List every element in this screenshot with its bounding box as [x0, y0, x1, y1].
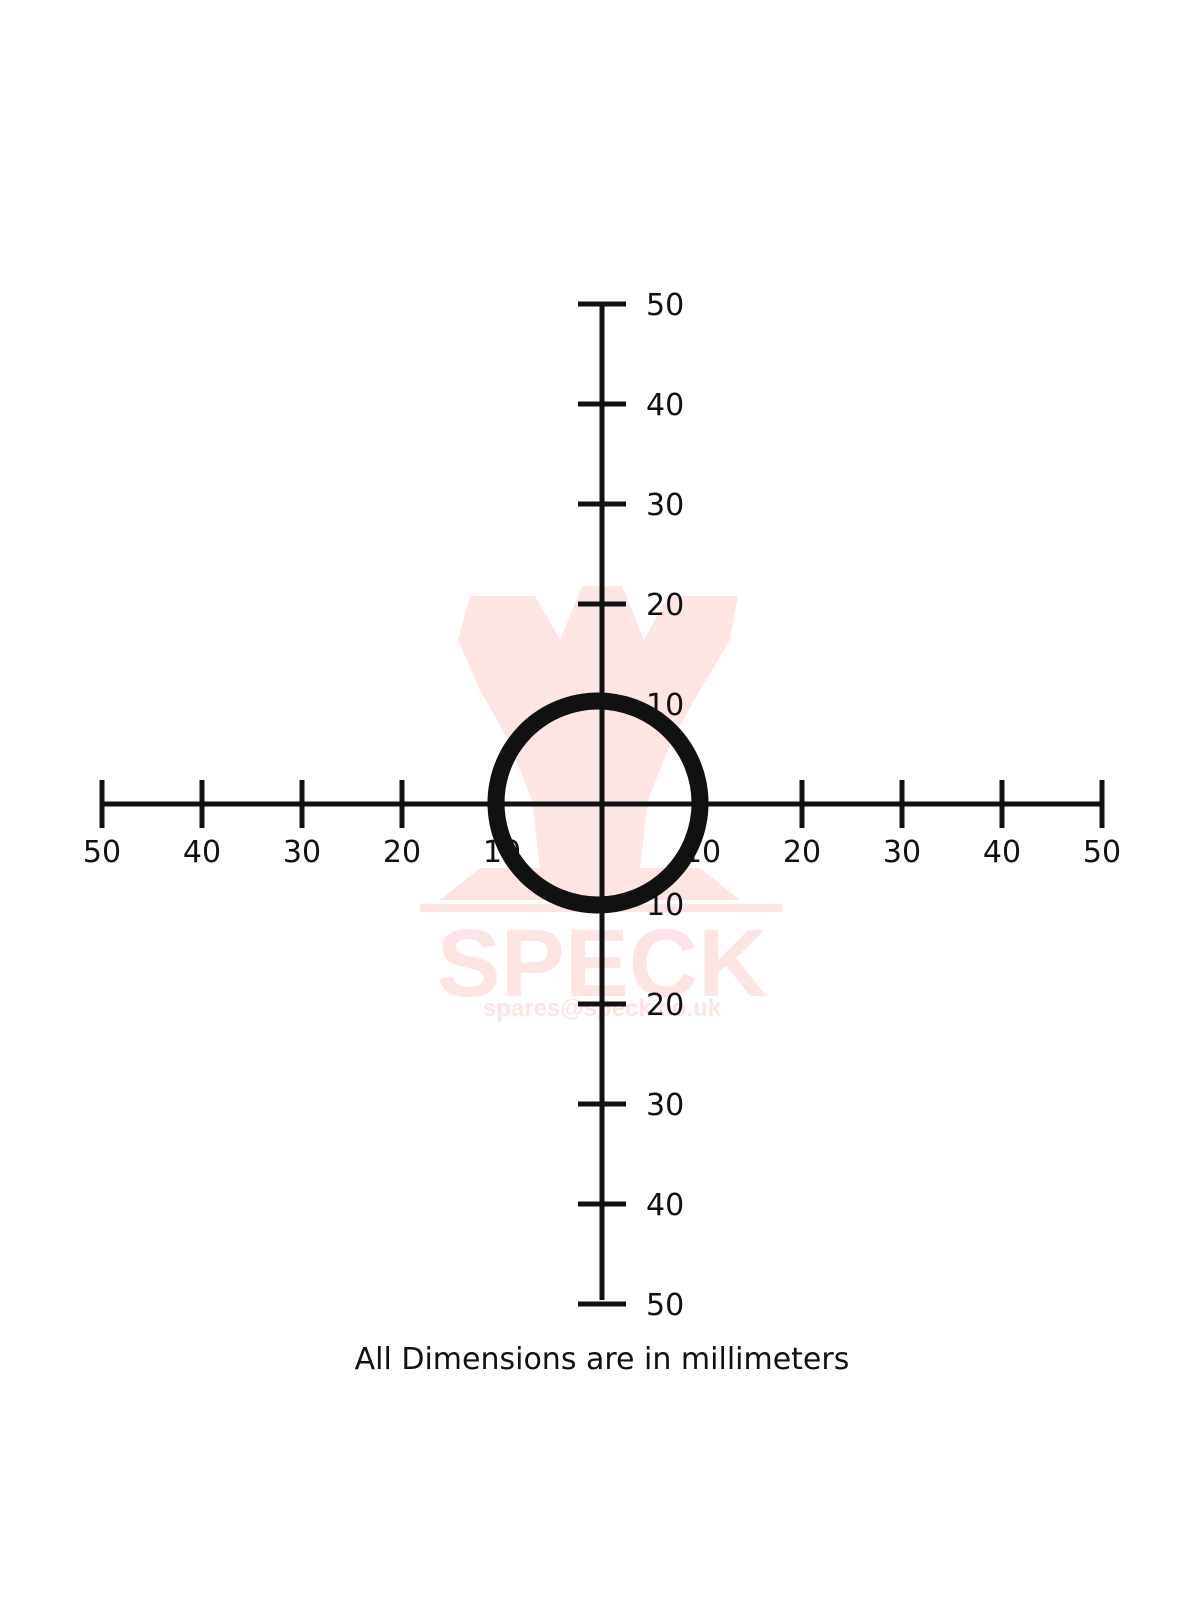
- horizontal-tick-label: 50: [83, 835, 121, 870]
- horizontal-tick-label: 30: [283, 835, 321, 870]
- horizontal-tick-label: 20: [783, 835, 821, 870]
- vertical-tick-label: 50: [646, 1288, 684, 1323]
- horizontal-tick-label: 40: [183, 835, 221, 870]
- vertical-tick-label: 40: [646, 388, 684, 423]
- o-ring-part: [487, 692, 709, 914]
- vertical-tick-label: 40: [646, 1188, 684, 1223]
- vertical-tick-label: 50: [646, 288, 684, 323]
- horizontal-tick-label: 30: [883, 835, 921, 870]
- horizontal-tick-label: 20: [383, 835, 421, 870]
- vertical-tick-label: 30: [646, 488, 684, 523]
- horizontal-tick-label: 50: [1083, 835, 1121, 870]
- vertical-tick-label: 20: [646, 588, 684, 623]
- horizontal-tick-label: 40: [983, 835, 1021, 870]
- vertical-tick-label: 30: [646, 1088, 684, 1123]
- vertical-tick-label: 20: [646, 988, 684, 1023]
- watermark-eagle-emblem: [440, 586, 740, 900]
- dimensions-caption: All Dimensions are in millimeters: [355, 1342, 850, 1377]
